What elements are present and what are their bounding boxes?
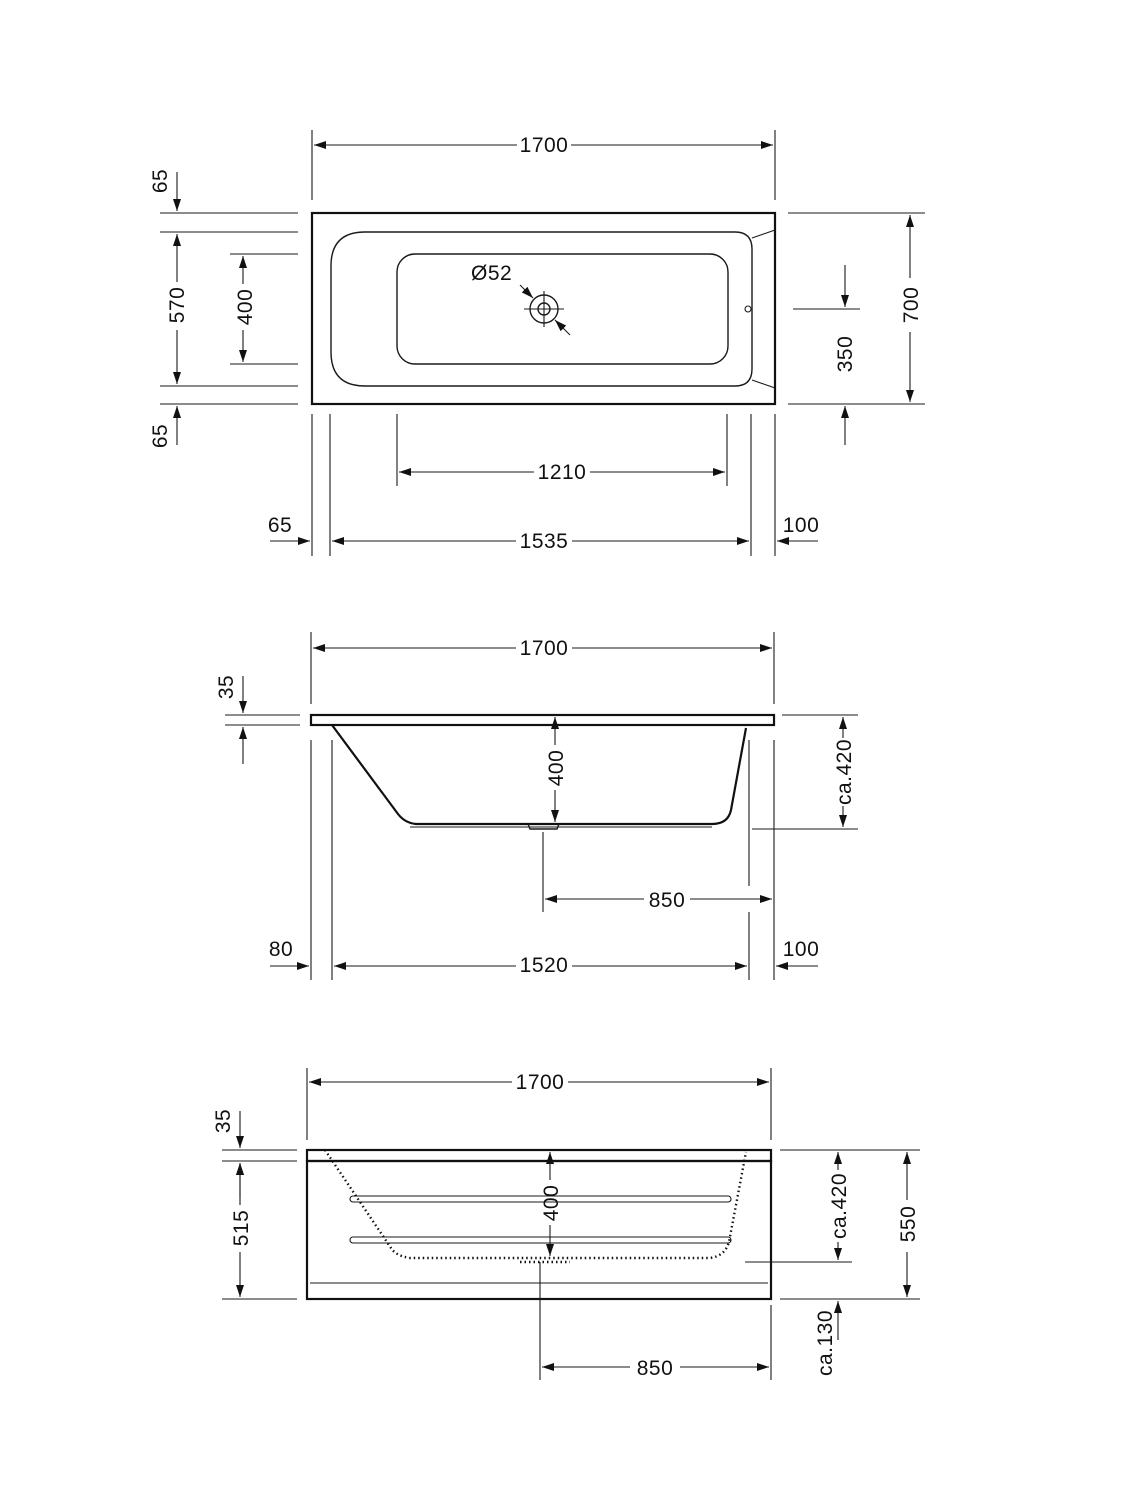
front-floor-ca130: ca.130 [814,1310,837,1376]
section-view: 1700 35 400 ca.420 850 80 1520 [215,632,858,980]
section-left-margin-80: 80 [269,938,293,961]
section-height-ca420: ca.420 [833,739,856,805]
front-height-ca420: ca.420 [828,1173,851,1239]
bottom-rim-65: 65 [149,424,172,448]
front-rim-35: 35 [212,1109,235,1133]
left-margin-65: 65 [268,514,292,537]
section-overall-length: 1700 [520,637,569,660]
top-rim-65: 65 [149,169,172,193]
section-inner-length-1520: 1520 [520,954,569,977]
front-panel [305,1159,773,1301]
front-depth-400: 400 [540,1185,563,1222]
section-drain-850: 850 [649,889,686,912]
top-basin-width-400: 400 [234,289,257,326]
front-total-550: 550 [897,1206,920,1243]
front-overall-length: 1700 [516,1071,565,1094]
front-view: 1700 35 515 400 ca.420 550 ca.130 [212,1068,920,1380]
front-hidden-tub-outline [324,1149,748,1260]
section-right-margin-100: 100 [783,938,820,961]
basin-length-1210: 1210 [538,461,587,484]
tub-inner-rim [330,231,753,387]
drain-offset-350: 350 [834,336,857,373]
section-depth-400: 400 [545,750,568,787]
drain-icon [519,284,571,336]
top-overall-length: 1700 [520,134,569,157]
front-rim [305,1148,773,1163]
section-rim-35: 35 [215,675,238,699]
section-tub-body [331,724,748,826]
section-rim [309,713,776,727]
top-inner-width-570: 570 [166,287,189,324]
right-margin-100: 100 [783,514,820,537]
front-panel-515: 515 [230,1210,253,1247]
drain-diameter-label: Ø52 [471,262,512,285]
inner-length-1535: 1535 [520,530,569,553]
tub-outer-outline [310,211,777,406]
front-drain-850: 850 [637,1357,674,1380]
tub-basin-floor [396,253,729,365]
top-view: Ø52 1700 65 570 65 400 700 350 [149,130,925,556]
top-overall-width-700: 700 [900,287,923,324]
